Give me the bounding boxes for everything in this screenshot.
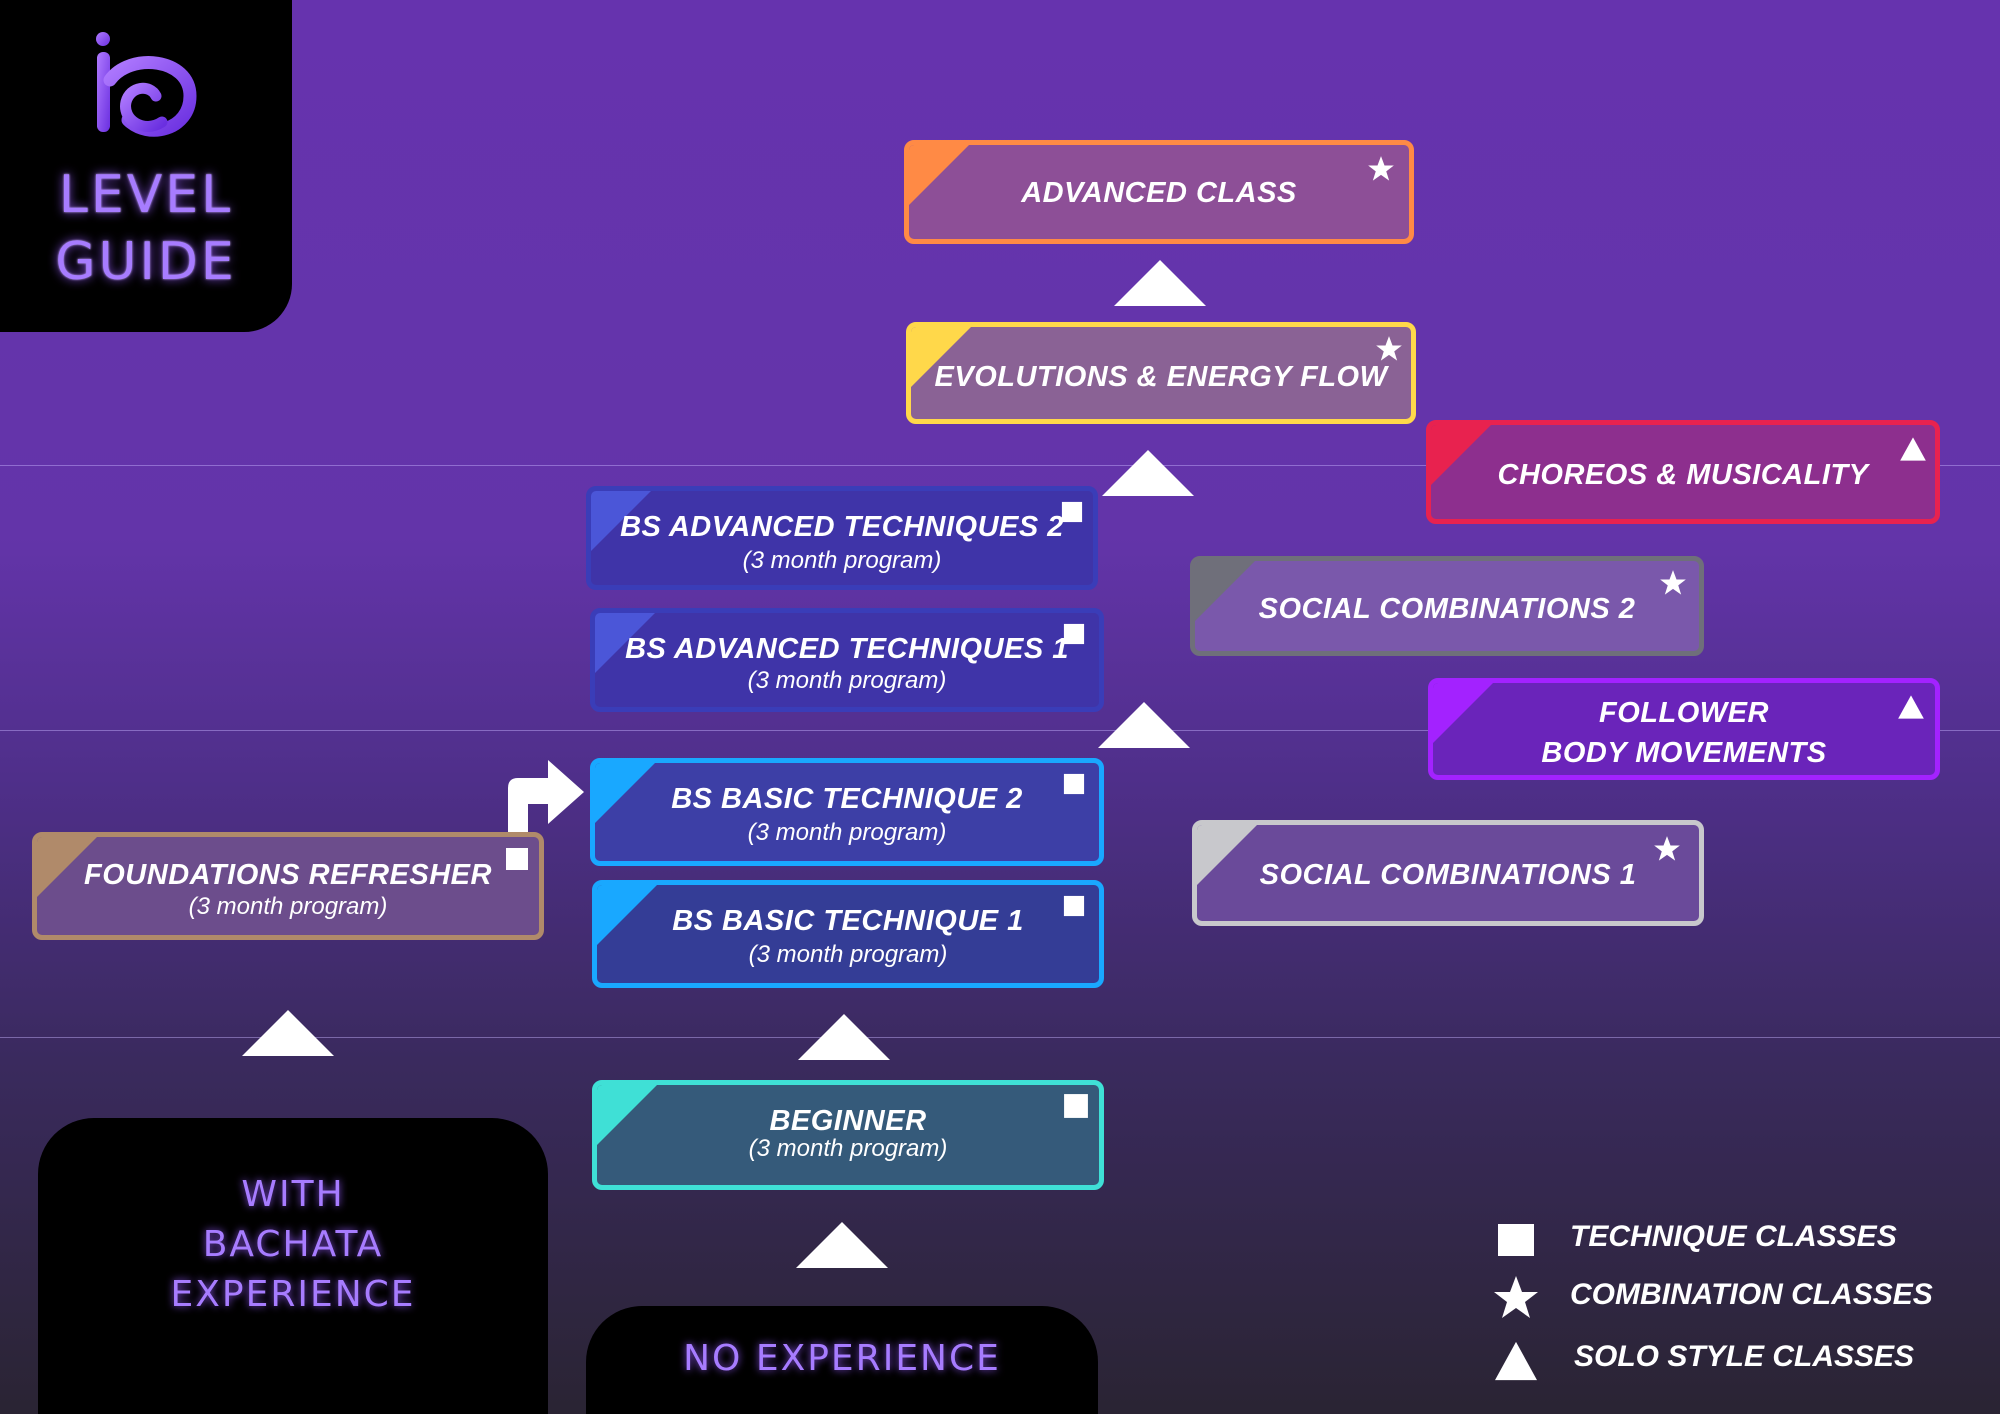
- square-icon: [1498, 1224, 1534, 1256]
- logo-title-line1: LEVEL: [58, 165, 234, 225]
- legend-label: SOLO STYLE CLASSES: [1574, 1340, 1915, 1373]
- logo-title-line2: GUIDE: [55, 232, 237, 292]
- class-card-bs-advanced-1[interactable]: BS ADVANCED TECHNIQUES 1 (3 month progra…: [590, 608, 1104, 712]
- arrow-up-icon: [242, 1010, 334, 1056]
- triangle-icon: [1900, 437, 1926, 461]
- arrow-up-icon: [798, 1014, 890, 1060]
- class-card-foundations[interactable]: FOUNDATIONS REFRESHER (3 month program): [32, 832, 544, 940]
- class-title: FOUNDATIONS REFRESHER: [84, 859, 492, 891]
- star-icon: [1654, 836, 1680, 861]
- class-card-advanced[interactable]: ADVANCED CLASS: [904, 140, 1414, 244]
- class-card-evolutions[interactable]: EVOLUTIONS & ENERGY FLOW: [906, 322, 1416, 424]
- square-icon: [1064, 1094, 1088, 1118]
- triangle-icon: [1898, 695, 1924, 719]
- no-experience-label: NO EXPERIENCE: [683, 1338, 1001, 1379]
- star-icon: [1660, 570, 1686, 595]
- legend-label: TECHNIQUE CLASSES: [1570, 1220, 1897, 1253]
- square-icon: [1063, 623, 1085, 645]
- class-title: BS BASIC TECHNIQUE 1: [672, 905, 1024, 937]
- with-experience-line2: BACHATA: [202, 1224, 384, 1265]
- class-subtitle: (3 month program): [748, 941, 948, 968]
- with-experience-line1: WITH: [241, 1174, 345, 1215]
- class-card-social-1[interactable]: SOCIAL COMBINATIONS 1: [1192, 820, 1704, 926]
- no-experience-panel: NO EXPERIENCE: [586, 1306, 1098, 1414]
- with-experience-panel: WITH BACHATA EXPERIENCE: [38, 1118, 548, 1414]
- star-icon: [1368, 156, 1394, 181]
- arrow-up-icon: [1098, 702, 1190, 748]
- class-card-social-2[interactable]: SOCIAL COMBINATIONS 2: [1190, 556, 1704, 656]
- with-experience-line3: EXPERIENCE: [170, 1274, 416, 1315]
- class-title: BS ADVANCED TECHNIQUES 1: [625, 633, 1069, 665]
- class-title-line1: FOLLOWER: [1599, 697, 1769, 729]
- arrow-up-icon: [1102, 450, 1194, 496]
- square-icon: [1063, 895, 1085, 917]
- class-card-follower[interactable]: FOLLOWER BODY MOVEMENTS: [1428, 678, 1940, 780]
- class-title-line2: BODY MOVEMENTS: [1541, 737, 1827, 769]
- ibc-logo-icon: [96, 32, 197, 137]
- level-divider: [0, 730, 2000, 731]
- arrow-up-icon: [796, 1222, 888, 1268]
- class-subtitle: (3 month program): [747, 819, 947, 846]
- logo-panel: LEVEL GUIDE: [0, 0, 292, 332]
- class-subtitle: (3 month program): [188, 893, 388, 920]
- class-card-bs-basic-1[interactable]: BS BASIC TECHNIQUE 1 (3 month program): [592, 880, 1104, 988]
- class-title: ADVANCED CLASS: [1021, 177, 1297, 209]
- square-icon: [1063, 773, 1085, 795]
- square-icon: [506, 848, 528, 870]
- class-card-bs-basic-2[interactable]: BS BASIC TECHNIQUE 2 (3 month program): [590, 758, 1104, 866]
- arrow-turn-right-icon: [508, 760, 584, 838]
- class-title: BS ADVANCED TECHNIQUES 2: [620, 511, 1064, 543]
- class-subtitle: (3 month program): [742, 547, 942, 574]
- class-title: SOCIAL COMBINATIONS 1: [1259, 859, 1637, 891]
- legend-label: COMBINATION CLASSES: [1570, 1278, 1933, 1311]
- class-card-bs-advanced-2[interactable]: BS ADVANCED TECHNIQUES 2 (3 month progra…: [586, 486, 1098, 590]
- class-title: CHOREOS & MUSICALITY: [1497, 459, 1869, 491]
- class-title: SOCIAL COMBINATIONS 2: [1258, 593, 1636, 625]
- star-icon: [1376, 336, 1402, 361]
- class-card-choreos[interactable]: CHOREOS & MUSICALITY: [1426, 420, 1940, 524]
- level-divider: [0, 1037, 2000, 1038]
- class-card-beginner[interactable]: BEGINNER (3 month program): [592, 1080, 1104, 1190]
- arrow-up-icon: [1114, 260, 1206, 306]
- triangle-icon: [1495, 1341, 1537, 1381]
- square-icon: [1061, 501, 1083, 523]
- level-divider: [0, 465, 2000, 466]
- star-icon: [1494, 1276, 1538, 1318]
- class-title: BEGINNER: [769, 1105, 927, 1137]
- class-subtitle: (3 month program): [748, 1135, 948, 1162]
- class-title: EVOLUTIONS & ENERGY FLOW: [934, 361, 1388, 393]
- class-title: BS BASIC TECHNIQUE 2: [671, 783, 1023, 815]
- class-subtitle: (3 month program): [747, 667, 947, 694]
